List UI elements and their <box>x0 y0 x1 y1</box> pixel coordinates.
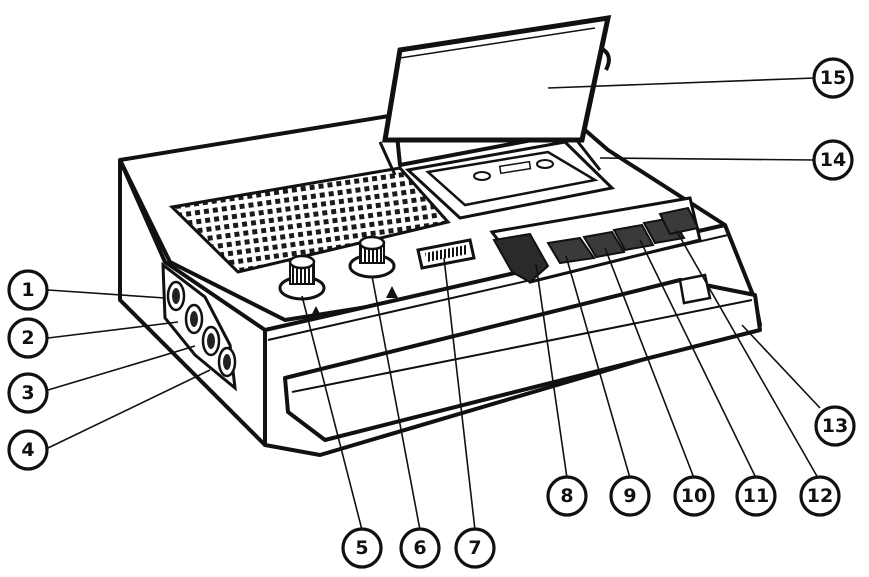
tone-knob[interactable] <box>348 235 398 298</box>
callout-8: 8 <box>546 475 588 517</box>
callout-11: 11 <box>735 475 777 517</box>
rewind-key[interactable] <box>546 236 596 265</box>
callout-7: 7 <box>454 527 496 569</box>
svg-text:7: 7 <box>468 537 481 559</box>
svg-text:2: 2 <box>21 327 34 349</box>
socket-2 <box>184 303 204 335</box>
svg-text:6: 6 <box>413 537 426 559</box>
socket-4 <box>217 346 237 378</box>
callout-9: 9 <box>609 475 651 517</box>
callout-13: 13 <box>814 405 856 447</box>
eject-key[interactable] <box>658 206 700 236</box>
leader-lines <box>47 77 821 531</box>
tape-counter <box>416 238 476 270</box>
svg-text:12: 12 <box>807 485 833 507</box>
svg-text:15: 15 <box>820 67 846 89</box>
callout-3: 3 <box>7 372 49 414</box>
callout-6: 6 <box>399 527 441 569</box>
callout-1: 1 <box>7 269 49 311</box>
speaker-grille <box>168 166 451 274</box>
svg-text:4: 4 <box>21 439 34 461</box>
cassette-compartment <box>404 140 616 220</box>
svg-text:3: 3 <box>21 382 34 404</box>
callout-5: 5 <box>341 527 383 569</box>
svg-text:13: 13 <box>822 415 848 437</box>
callout-4: 4 <box>7 429 49 471</box>
socket-3 <box>201 325 221 357</box>
svg-text:9: 9 <box>623 485 636 507</box>
socket-panel <box>161 261 237 392</box>
volume-knob[interactable] <box>278 254 326 318</box>
callout-15: 15 <box>812 57 854 99</box>
carry-handle[interactable] <box>283 273 762 442</box>
callout-10: 10 <box>673 475 715 517</box>
callout-12: 12 <box>799 475 841 517</box>
control-keys <box>489 196 702 284</box>
svg-text:11: 11 <box>743 485 769 507</box>
svg-text:14: 14 <box>820 149 846 171</box>
callout-14: 14 <box>812 139 854 181</box>
callouts: 1 2 3 4 5 6 7 8 9 10 11 12 13 14 15 <box>7 57 856 569</box>
play-key[interactable] <box>582 230 626 259</box>
socket-1 <box>166 280 186 312</box>
record-key[interactable] <box>492 232 550 284</box>
svg-text:8: 8 <box>560 485 573 507</box>
svg-text:5: 5 <box>355 537 368 559</box>
svg-text:10: 10 <box>681 485 707 507</box>
svg-text:1: 1 <box>21 279 34 301</box>
callout-2: 2 <box>7 317 49 359</box>
fast-forward-key[interactable] <box>612 223 655 252</box>
cassette-lid[interactable] <box>378 14 612 176</box>
